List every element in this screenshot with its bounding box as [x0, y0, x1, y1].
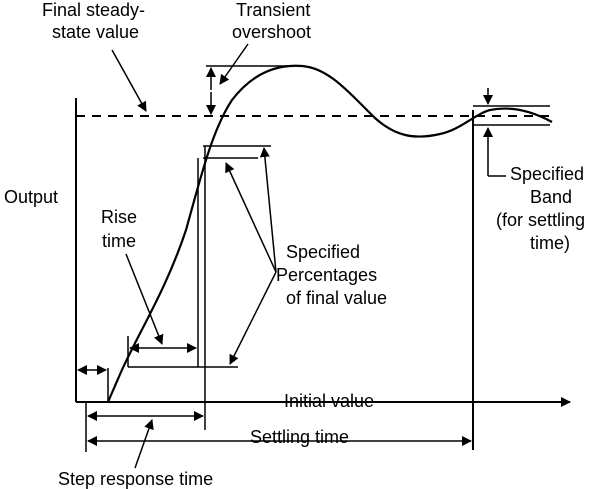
transient-overshoot-label: Transient overshoot [232, 0, 315, 42]
final-steady-state-label: Final steady- state value [42, 0, 150, 42]
step-response-time-label: Step response time [58, 469, 213, 489]
output-label: Output [4, 187, 58, 207]
percentages-arrow-1 [259, 147, 277, 273]
percentages-arrow-3 [229, 271, 277, 365]
rise-time-label-arrow [125, 253, 164, 345]
initial-value-label: Initial value [284, 391, 374, 411]
specified-percentages-label: Specified Percentages of final value [276, 242, 387, 308]
rise-time-label: Rise time [101, 207, 142, 251]
percentages-arrow-2 [225, 162, 277, 273]
step-response-label-arrow [134, 419, 154, 469]
specified-band-label: Specified Band (for settling time) [496, 164, 590, 253]
settling-time-label: Settling time [250, 427, 349, 447]
response-curve [106, 64, 553, 403]
overshoot-label-arrow [219, 43, 249, 85]
final-value-arrow [111, 49, 147, 112]
